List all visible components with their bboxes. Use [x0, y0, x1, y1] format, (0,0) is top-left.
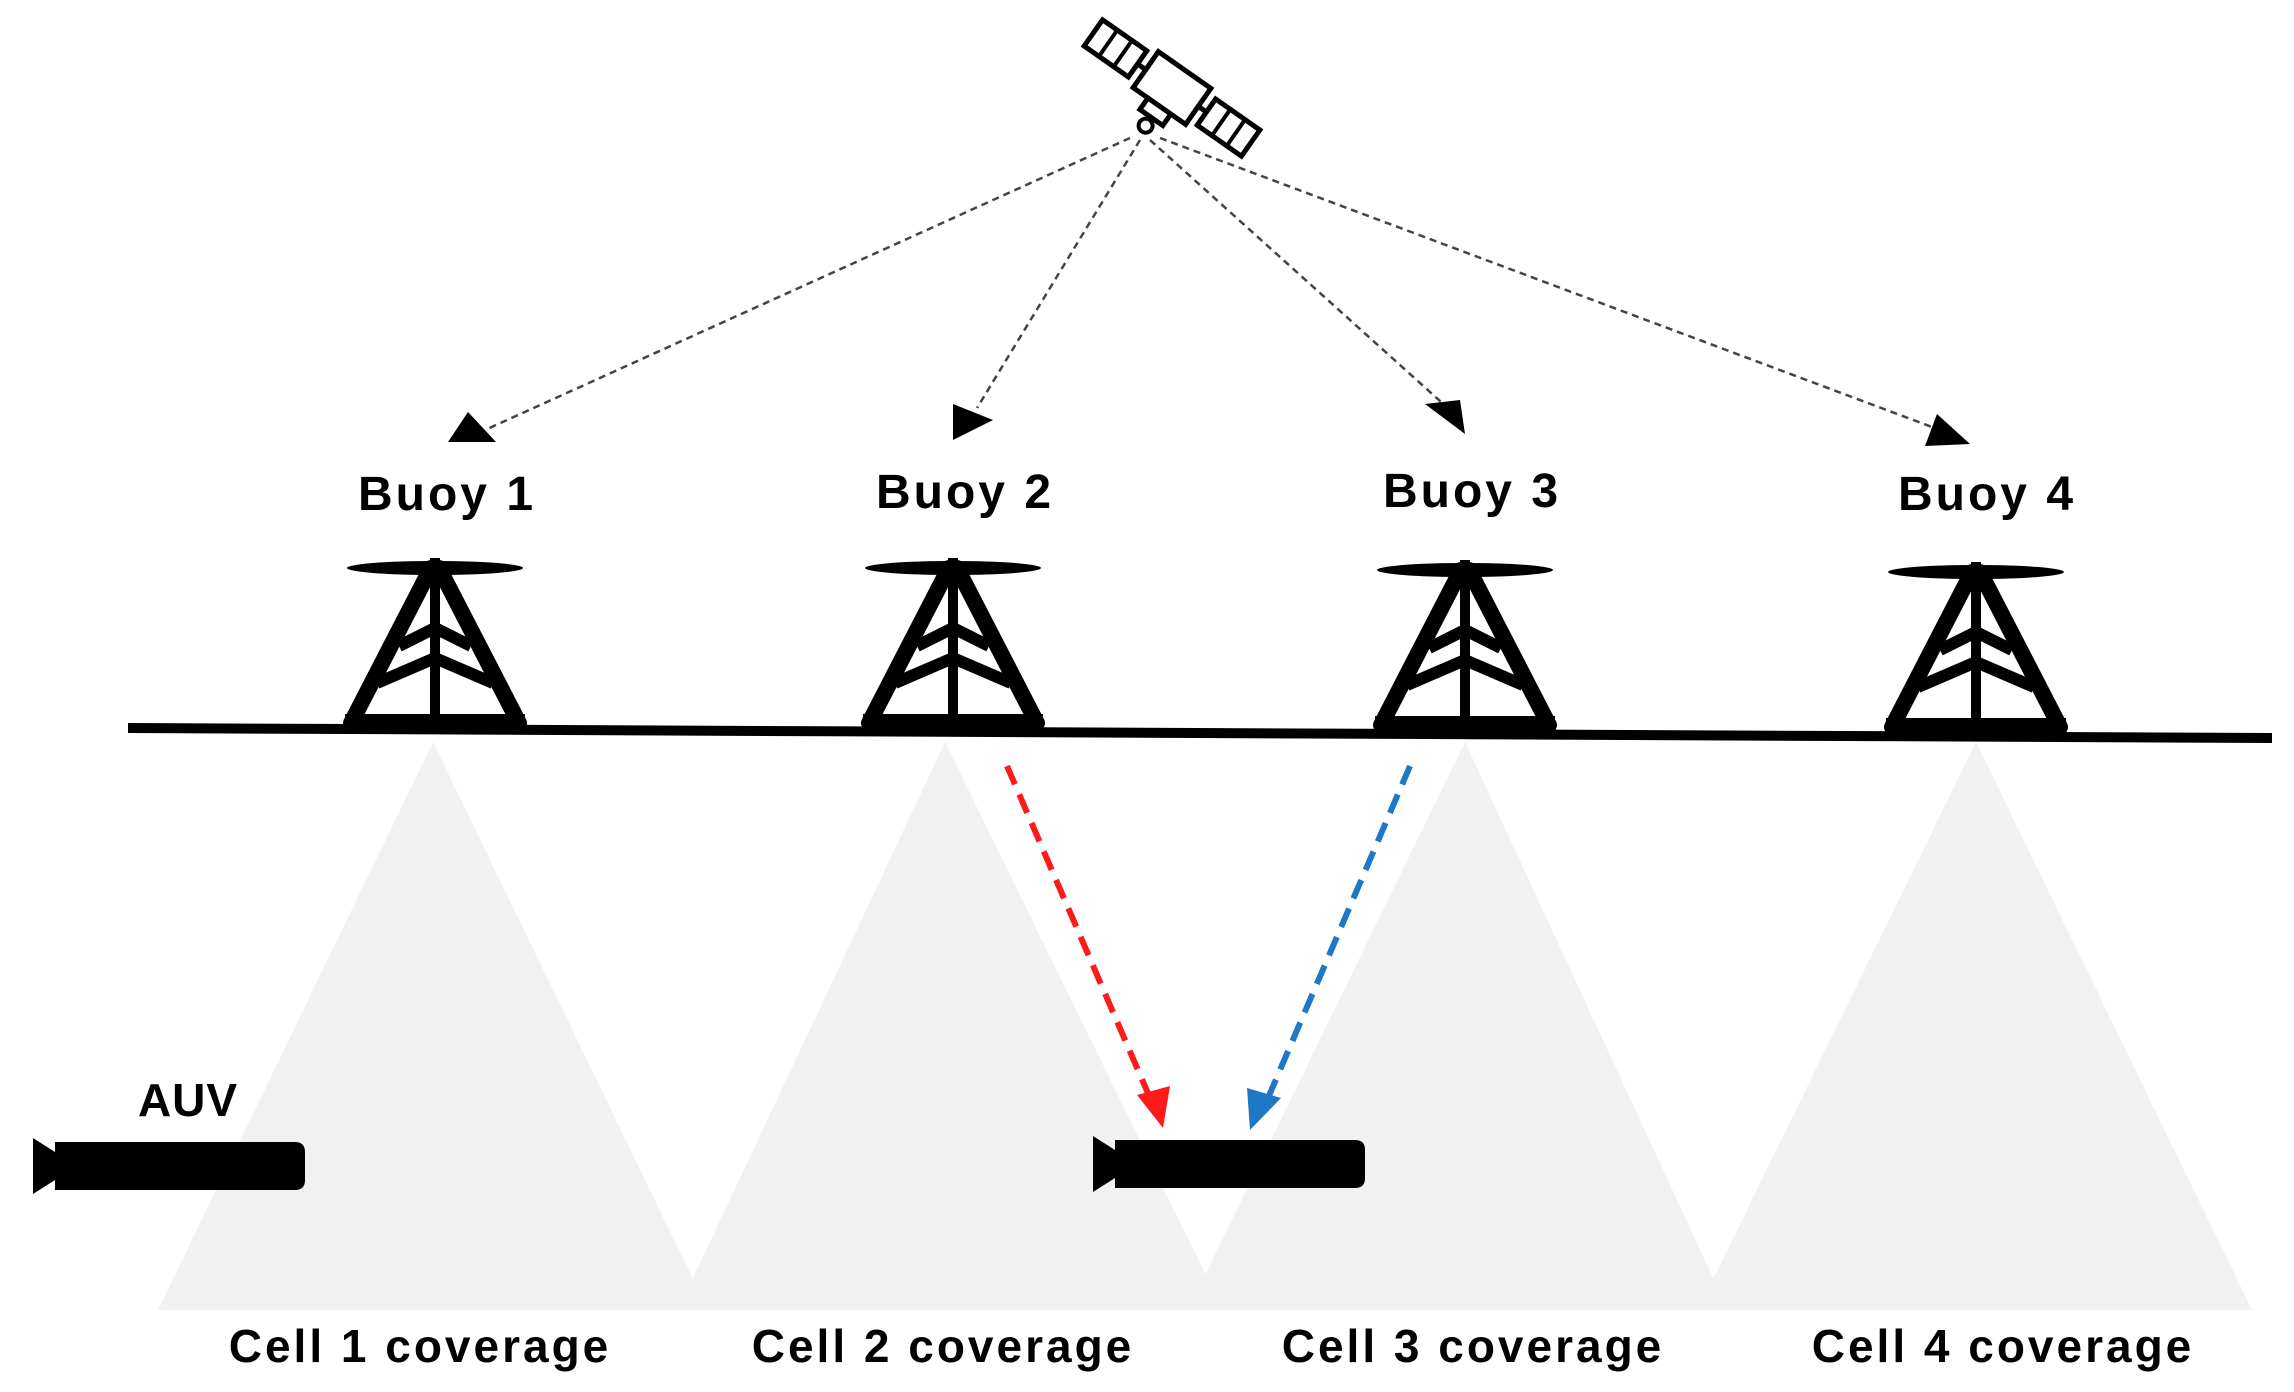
red-link-arrowhead: [1137, 1086, 1170, 1128]
auv-icon-target: [1093, 1136, 1365, 1192]
satellite-link-buoy-3: [1149, 139, 1451, 411]
buoy-2-tower: [863, 558, 1043, 732]
buoy-2-label: Buoy 2: [876, 466, 1054, 519]
auv-icon: [33, 1138, 305, 1194]
buoy-4-label: Buoy 4: [1898, 468, 2076, 521]
cell-4-label: Cell 4 coverage: [1812, 1320, 2195, 1372]
buoy-3-label: Buoy 3: [1383, 465, 1561, 518]
satellite-link-buoy-2: [975, 139, 1142, 409]
buoy-1-label: Buoy 1: [358, 468, 536, 521]
arrowhead-buoy-3: [1425, 400, 1465, 434]
cell-4-cone: [1698, 742, 2252, 1310]
cell-1-label: Cell 1 coverage: [229, 1320, 612, 1372]
satellite-link-arrowheads: [448, 400, 1970, 446]
arrowhead-buoy-2: [953, 404, 993, 440]
cell-1-cone: [158, 742, 708, 1310]
satellite-icon: [1080, 16, 1264, 160]
cell-3-cone: [1188, 742, 1728, 1310]
blue-link-arrowhead: [1247, 1088, 1281, 1130]
buoy-4-tower: [1886, 562, 2066, 736]
satellite-links: [484, 136, 1941, 432]
arrowhead-buoy-4: [1925, 414, 1970, 446]
cell-2-label: Cell 2 coverage: [752, 1320, 1135, 1372]
buoy-3-tower: [1375, 560, 1555, 734]
satellite-link-buoy-1: [484, 136, 1131, 432]
satellite-link-buoy-4: [1159, 136, 1941, 432]
cell-2-cone: [678, 742, 1223, 1310]
cell-3-label: Cell 3 coverage: [1282, 1320, 1665, 1372]
arrowhead-buoy-1: [448, 412, 496, 442]
coverage-cones: [158, 742, 2252, 1310]
auv-label: AUV: [138, 1074, 238, 1126]
buoy-1-tower: [345, 558, 525, 732]
